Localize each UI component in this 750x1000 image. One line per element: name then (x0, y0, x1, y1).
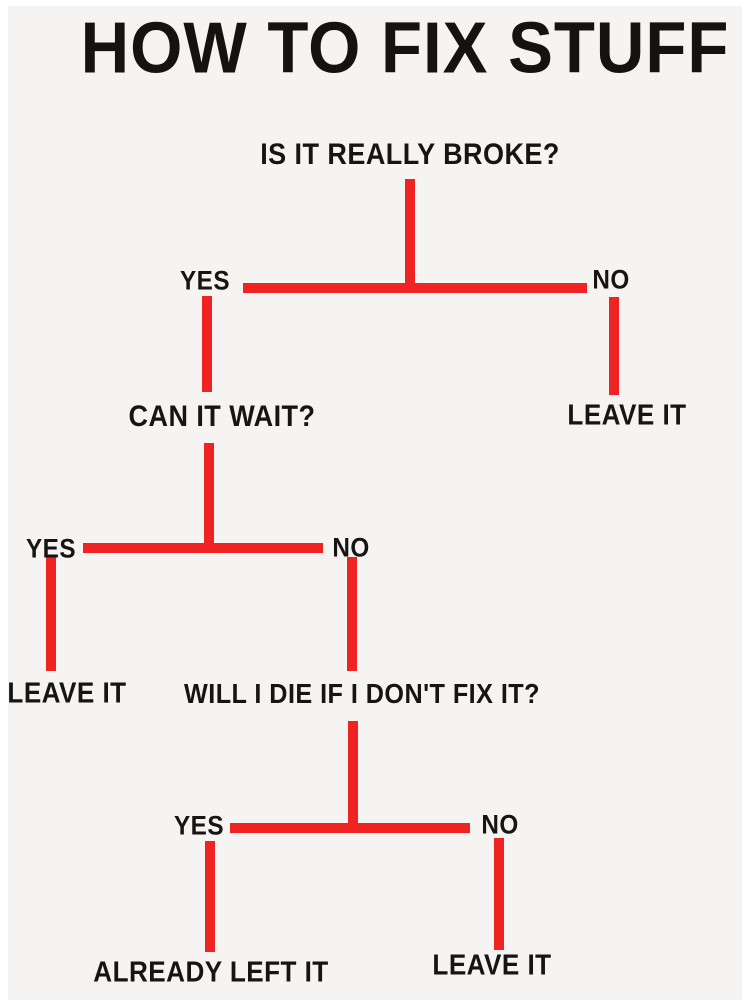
q3-yes-label: YES (174, 810, 224, 841)
connector-q3-yes-drop (205, 841, 215, 952)
question-will-i-die: WILL I DIE IF I DON'T FIX IT? (184, 678, 540, 709)
result-already-left-it: ALREADY LEFT IT (93, 956, 329, 989)
q2-no-label: NO (332, 532, 370, 563)
connector-q1-stem (405, 179, 415, 291)
q1-no-label: NO (592, 264, 630, 295)
q2-yes-label: YES (26, 533, 76, 564)
result-leave-it-right: LEAVE IT (567, 399, 687, 432)
connector-q3-stem (348, 721, 358, 833)
connector-q1-branch (243, 283, 587, 293)
q3-no-label: NO (481, 809, 519, 840)
connector-q1-no-drop (609, 297, 619, 395)
poster-title: HOW TO FIX STUFF (80, 7, 730, 89)
connector-q2-no-drop (347, 557, 357, 671)
connector-q2-yes-drop (46, 557, 56, 671)
result-leave-it-left: LEAVE IT (7, 677, 127, 710)
connector-q2-branch (83, 543, 323, 553)
question-is-it-really-broke: IS IT REALLY BROKE? (260, 138, 560, 171)
question-can-it-wait: CAN IT WAIT? (128, 400, 316, 433)
connector-q1-yes-drop (202, 296, 212, 392)
connector-q3-no-drop (494, 838, 504, 950)
poster-background (8, 6, 742, 1000)
result-leave-it-bottom: LEAVE IT (432, 949, 552, 982)
connector-q3-branch (230, 823, 470, 833)
q1-yes-label: YES (180, 265, 230, 296)
connector-q2-stem (204, 443, 214, 553)
